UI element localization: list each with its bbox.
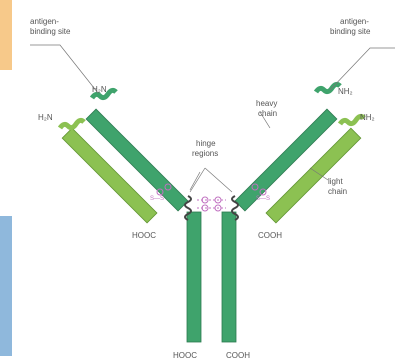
label-ss-left: S—S — [150, 196, 164, 202]
label-antigen-site-right: antigen- binding site — [330, 17, 371, 36]
label-hooc-bottom: HOOC — [173, 351, 197, 360]
label-cooh-bottom: COOH — [226, 351, 250, 360]
heavy-chain-stem-right — [222, 212, 236, 342]
leader-hinge-b — [205, 168, 232, 192]
label-hinge-regions: hinge regions — [192, 139, 218, 158]
hinge-disulfide-bonds — [197, 197, 226, 211]
antigen-site-wave-heavy-right — [316, 84, 340, 92]
heavy-chain-stem-left — [187, 212, 201, 342]
label-antigen-site-left: antigen- binding site — [30, 17, 71, 36]
label-hooc-left: HOOC — [132, 231, 156, 240]
leader-hinge-a — [190, 168, 205, 192]
label-nh2-heavy-right: NH₂ — [338, 87, 353, 96]
label-h2n-light-left: H₂N — [38, 113, 53, 122]
label-ss-right: S—S — [256, 196, 270, 202]
leader-antigen-site-left — [30, 45, 98, 93]
label-light-chain: light chain — [328, 177, 347, 196]
label-heavy-chain: heavy chain — [256, 99, 280, 118]
label-h2n-heavy-left: H₂N — [92, 85, 107, 94]
antigen-site-wave-light-left — [60, 120, 84, 128]
label-nh2-light-right: NH₂ — [360, 113, 375, 122]
leader-hinge — [190, 172, 200, 190]
label-cooh-right: COOH — [258, 231, 282, 240]
